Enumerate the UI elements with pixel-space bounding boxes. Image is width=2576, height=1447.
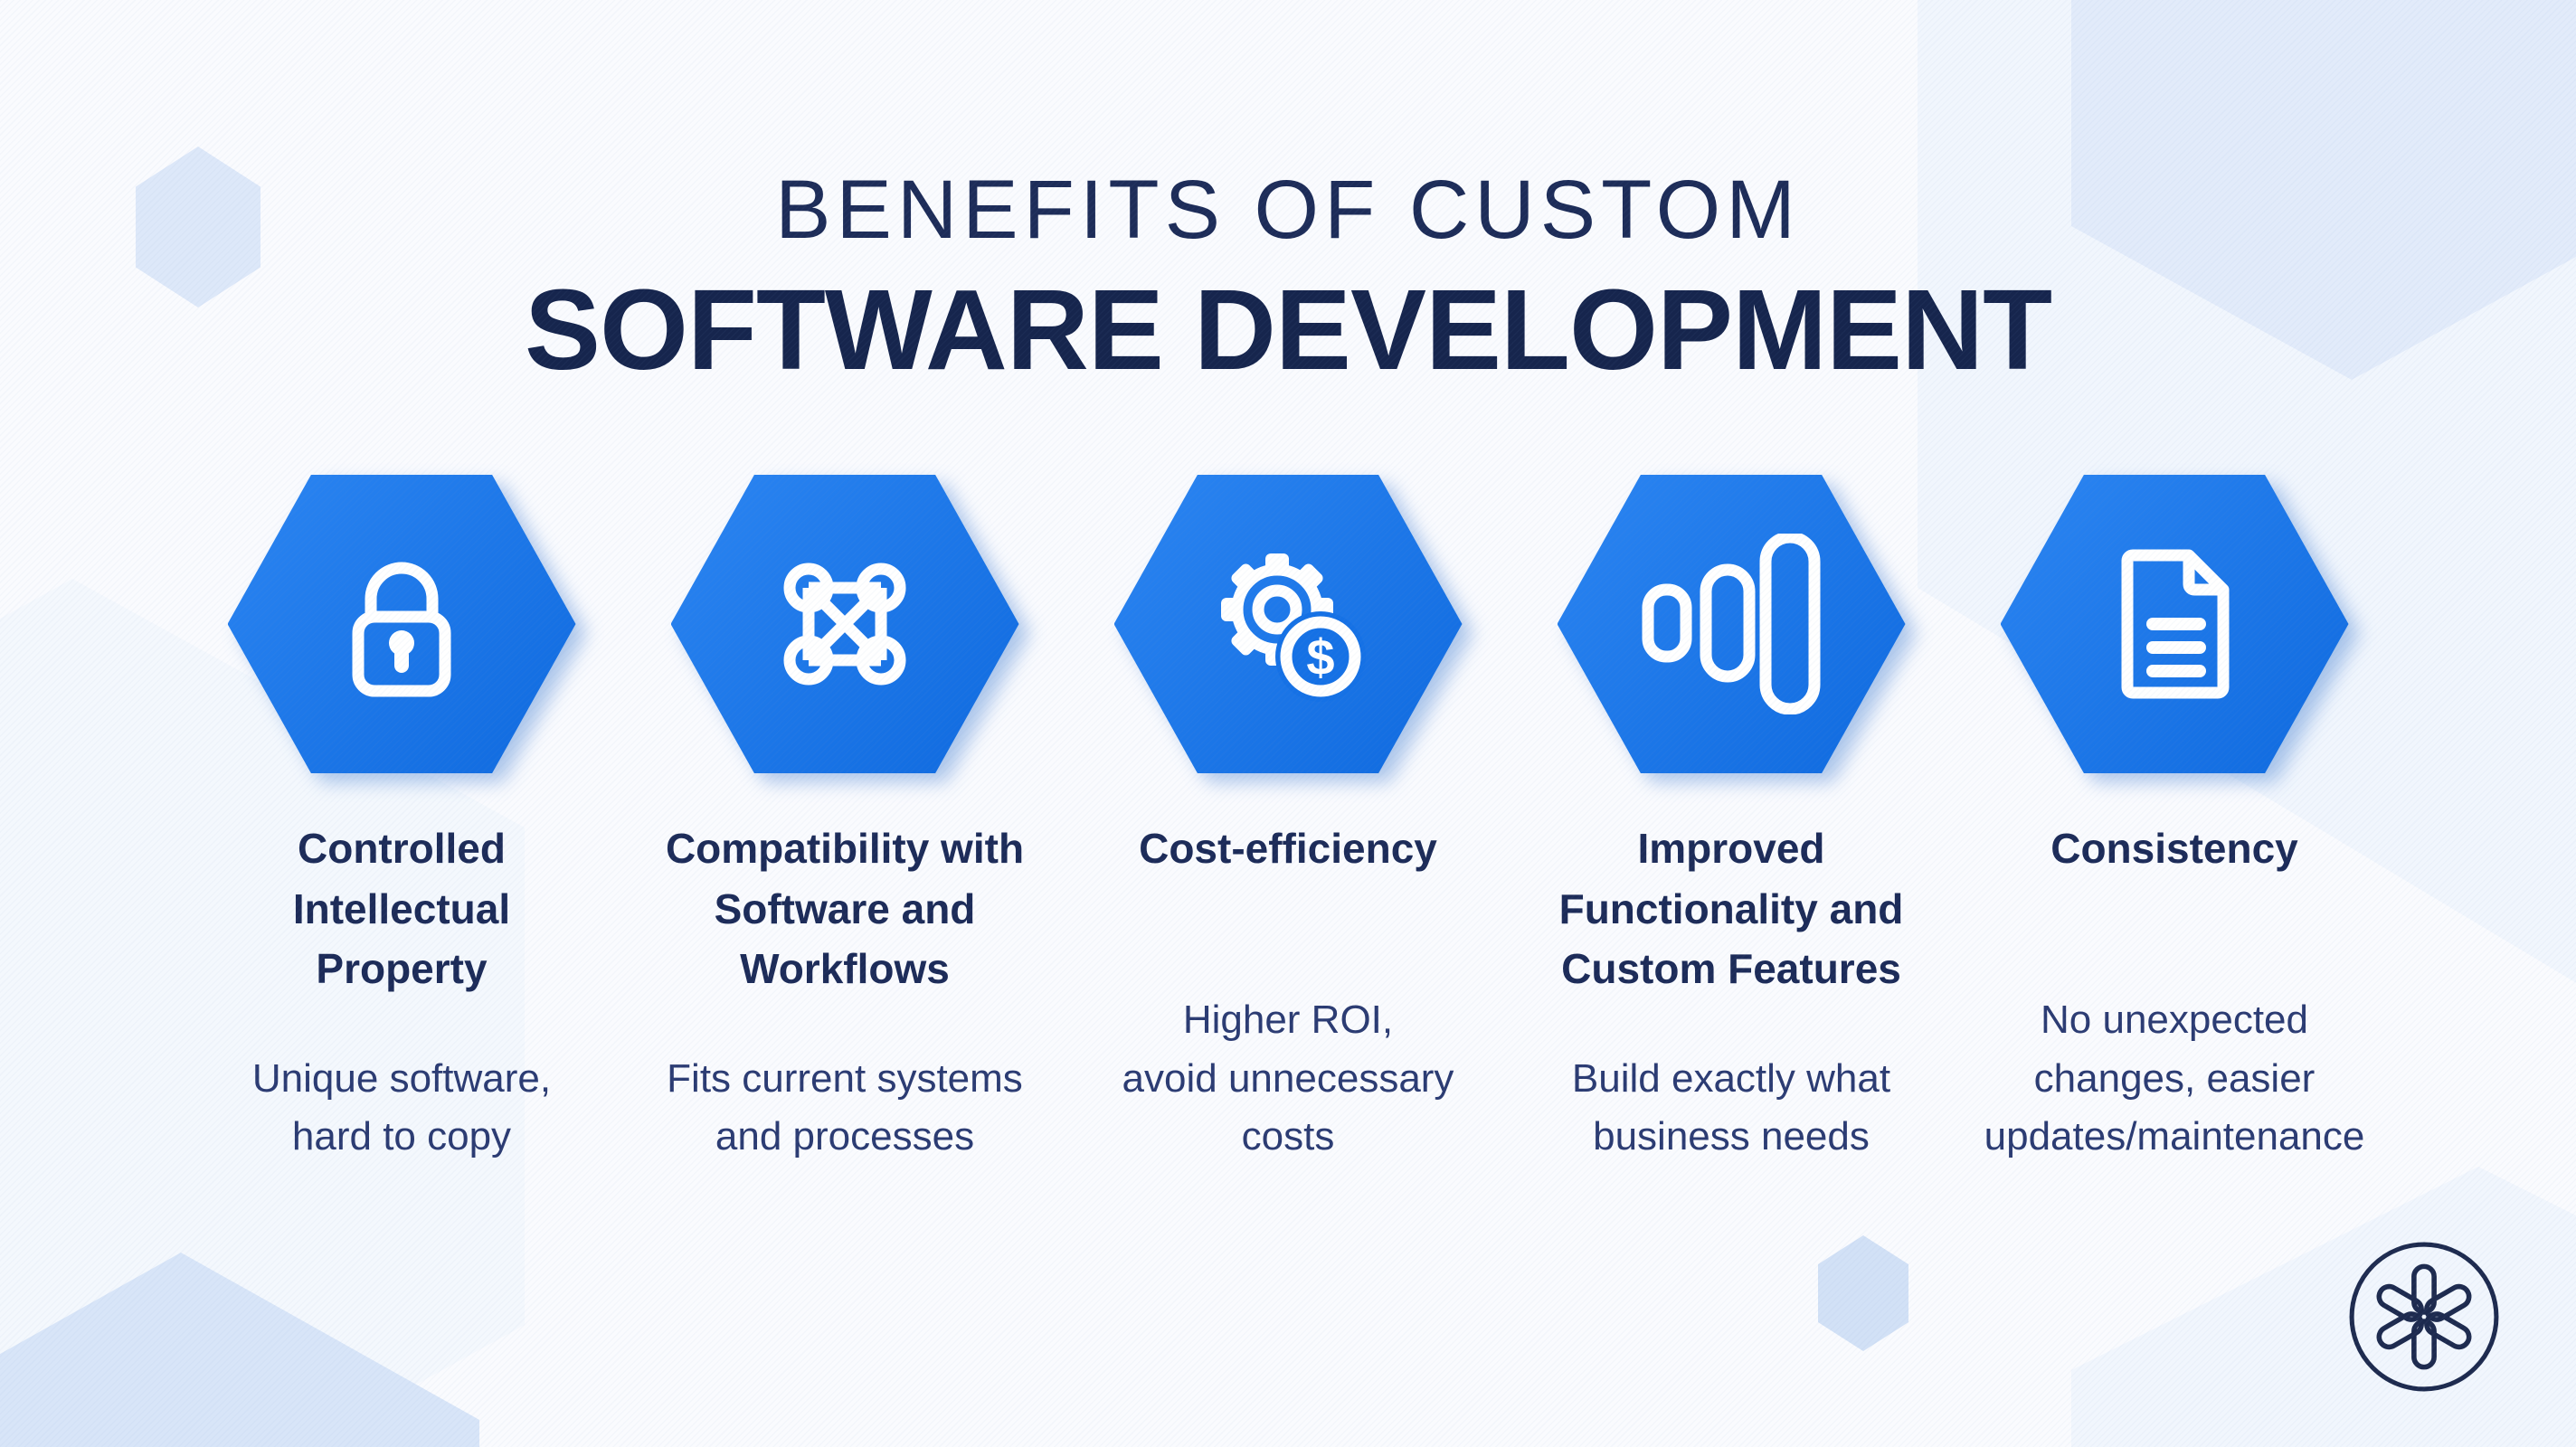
document-icon (2121, 549, 2230, 699)
benefit-hexagon (227, 475, 576, 773)
benefit-column-controlled-ip: Controlled Intellectual Property Unique … (185, 475, 619, 1167)
benefit-hexagon (2000, 475, 2349, 773)
benefit-heading: Improved Functionality and Custom Featur… (1558, 825, 1904, 993)
title-line-1: BENEFITS OF CUSTOM (775, 164, 1801, 256)
benefit-column-consistency: Consistency No unexpected changes, easie… (1957, 475, 2391, 1167)
benefit-description: Unique software, hard to copy (251, 1055, 552, 1159)
benefit-description: Fits current systems and processes (667, 1055, 1023, 1159)
benefit-heading: Controlled Intellectual Property (292, 825, 511, 993)
hexagon-wrap (1557, 475, 1906, 773)
hexagon-wrap (227, 475, 576, 773)
benefit-description: No unexpected changes, easier updates/ma… (1984, 997, 2365, 1159)
benefit-heading: Cost-efficiency (1139, 825, 1437, 872)
network-icon (783, 563, 906, 686)
openai-logo (2346, 1239, 2502, 1395)
benefit-description: Higher ROI, avoid unnecessary costs (1122, 997, 1454, 1159)
benefits-row: Controlled Intellectual Property Unique … (185, 475, 2391, 1167)
hexagon-wrap: $ (1113, 475, 1463, 773)
benefit-hexagon: $ (1113, 475, 1463, 773)
benefit-description: Build exactly what business needs (1571, 1055, 1891, 1159)
benefit-texts: Controlled Intellectual Property Unique … (252, 818, 551, 1167)
bar-chart-icon (1642, 534, 1821, 714)
gear-dollar-icon: $ (1221, 553, 1366, 702)
hexagon-wrap (2000, 475, 2349, 773)
title-line-2: SOFTWARE DEVELOPMENT (524, 266, 2052, 393)
benefit-hexagon (1557, 475, 1906, 773)
decor-hexagon-small-bottom (1818, 1235, 1908, 1351)
benefit-column-cost-efficiency: $ Cost-efficiency Higher ROI, avoid unne… (1071, 475, 1505, 1167)
benefit-texts: Compatibility with Software and Workflow… (666, 818, 1024, 1167)
hexagon-wrap (670, 475, 1019, 773)
page-title: BENEFITS OF CUSTOM SOFTWARE DEVELOPMENT (0, 168, 2576, 387)
benefit-heading: Compatibility with Software and Workflow… (665, 825, 1025, 993)
benefit-texts: Consistency No unexpected changes, easie… (1984, 818, 2365, 1167)
benefit-texts: Cost-efficiency Higher ROI, avoid unnece… (1122, 818, 1454, 1167)
benefit-hexagon (670, 475, 1019, 773)
lock-icon (352, 562, 451, 697)
benefit-column-compatibility: Compatibility with Software and Workflow… (628, 475, 1062, 1167)
dollar-glyph: $ (1306, 629, 1334, 686)
benefit-column-improved-functionality: Improved Functionality and Custom Featur… (1514, 475, 1948, 1167)
benefit-heading: Consistency (2050, 825, 2298, 872)
benefit-texts: Improved Functionality and Custom Featur… (1559, 818, 1904, 1167)
